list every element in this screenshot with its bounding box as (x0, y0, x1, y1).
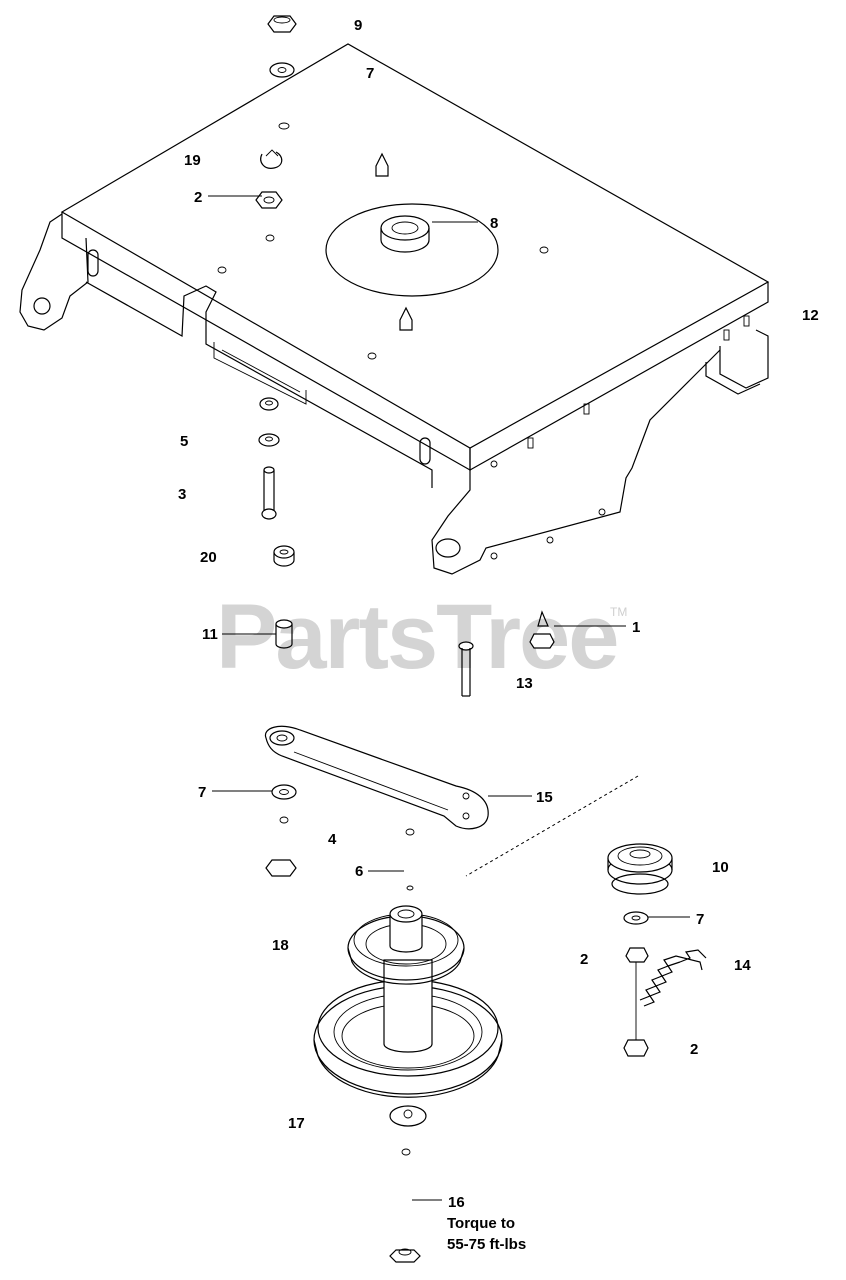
callout-2-right-top: 2 (580, 951, 588, 968)
washer-7-right (623, 911, 649, 925)
spacer-11 (275, 619, 293, 649)
callout-6: 6 (355, 863, 363, 880)
pin-13 (458, 641, 474, 697)
callout-19: 19 (184, 152, 201, 169)
callout-5: 5 (180, 433, 188, 450)
callout-10: 10 (712, 859, 729, 876)
callout-3: 3 (178, 486, 186, 503)
torque-note-line2: 55-75 ft-lbs (447, 1236, 526, 1253)
callout-2-top: 2 (194, 189, 202, 206)
washer-6 (406, 885, 414, 891)
callout-18: 18 (272, 937, 289, 954)
torque-note-line1: Torque to (447, 1215, 515, 1232)
washer-5b (258, 433, 280, 447)
washer-4a (279, 816, 289, 824)
callout-12: 12 (802, 307, 819, 324)
callout-15: 15 (536, 789, 553, 806)
callout-11: 11 (202, 626, 218, 643)
callout-7-mid: 7 (198, 784, 206, 801)
idler-pulley-10 (607, 843, 673, 895)
pin-3 (261, 466, 277, 520)
deck-frame (19, 43, 770, 575)
callout-9: 9 (354, 17, 362, 34)
nut-2-right-bottom (623, 1039, 649, 1057)
nut-18 (265, 859, 297, 877)
washer-7-top (269, 62, 295, 78)
callout-8: 8 (490, 215, 498, 232)
callout-20: 20 (200, 549, 217, 566)
bushing-20 (273, 545, 295, 567)
callout-2-right-bottom: 2 (690, 1041, 698, 1058)
callout-17: 17 (288, 1115, 305, 1132)
callout-7-right: 7 (696, 911, 704, 928)
callout-14: 14 (734, 957, 751, 974)
nut-2-right-top (625, 947, 649, 963)
callout-1: 1 (632, 619, 640, 636)
callout-4: 4 (328, 831, 337, 848)
washer-7-mid (271, 784, 297, 800)
callout-13: 13 (516, 675, 533, 692)
washer-5a (259, 397, 279, 411)
washer-16a (401, 1148, 411, 1156)
bolt-1 (529, 610, 555, 649)
hex-nut-9 (267, 15, 297, 33)
bolt-16 (389, 1248, 421, 1263)
callout-7-top: 7 (366, 65, 374, 82)
callout-16: 16 (448, 1194, 465, 1211)
clip-19 (260, 149, 283, 169)
watermark-trademark: TM (610, 605, 627, 619)
idler-arm-15 (264, 725, 489, 830)
pulley-17 (313, 905, 503, 1127)
nut-2-top (255, 191, 283, 209)
washer-4b (405, 828, 415, 836)
spring-14 (639, 949, 707, 1007)
